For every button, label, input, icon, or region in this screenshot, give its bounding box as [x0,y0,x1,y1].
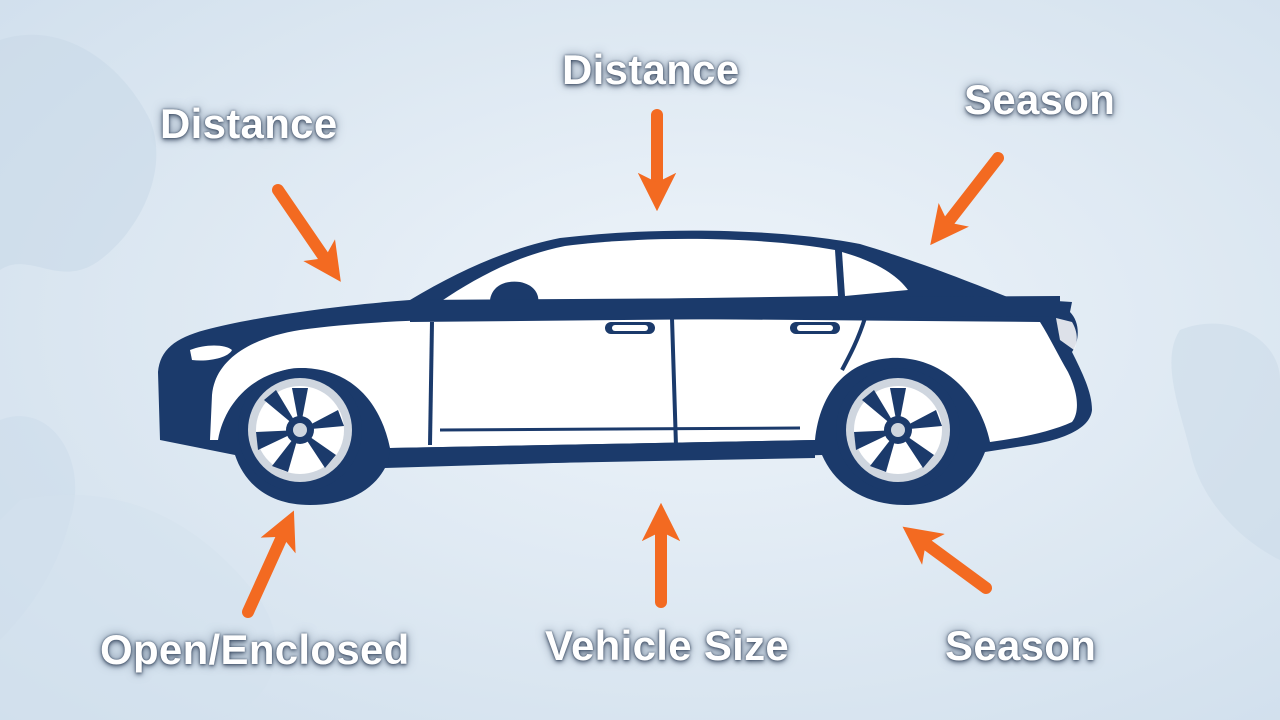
arrow-icon [242,510,296,618]
label-open-enclosed: Open/Enclosed [100,626,410,673]
label-distance-top-left: Distance [160,100,338,147]
arrow-icon [902,526,992,594]
arrow-icon [930,152,1004,246]
sedan-car-icon [158,230,1092,506]
label-season-bottom-right: Season [945,622,1097,669]
label-distance-top-center: Distance [562,46,740,93]
label-vehicle-size: Vehicle Size [545,622,790,669]
label-season-top-right: Season [964,76,1116,123]
arrow-icon [272,184,341,282]
